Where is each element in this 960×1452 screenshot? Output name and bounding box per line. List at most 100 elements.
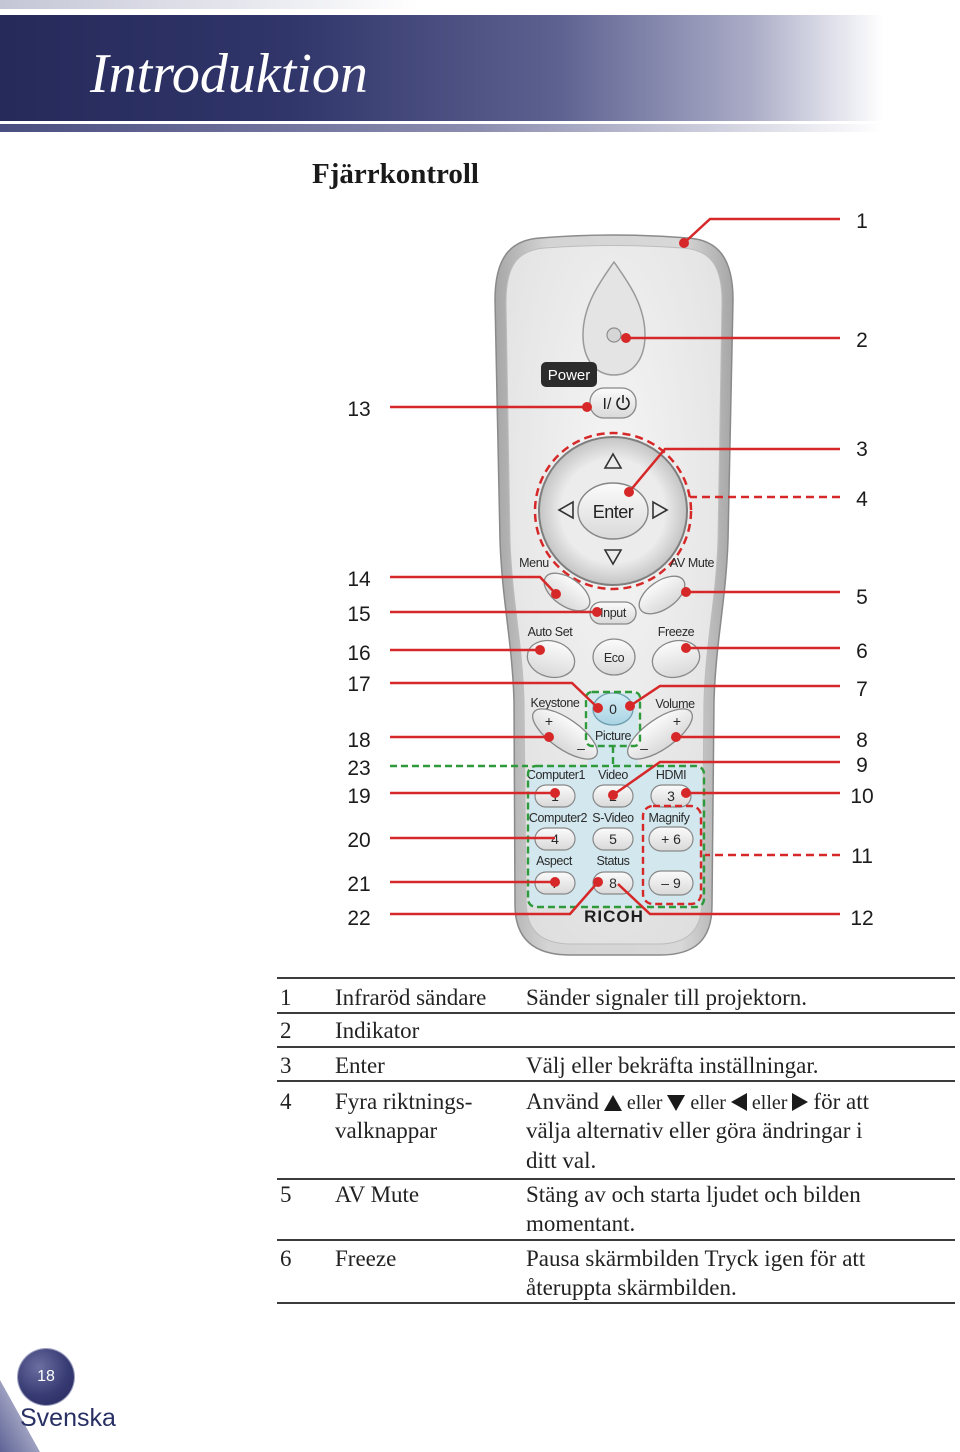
callout-number: 22: [347, 907, 370, 930]
callout-number: 21: [347, 873, 370, 896]
callout-number: 17: [347, 673, 370, 696]
video-label: Video: [598, 768, 628, 782]
table-rule: [277, 1178, 955, 1180]
computer1-label: Computer1: [527, 768, 586, 782]
callout-number: 6: [856, 640, 868, 663]
row-name: Fyra riktnings-: [335, 1089, 473, 1114]
left-triangle-icon: [730, 1093, 747, 1111]
callout-number: 12: [850, 907, 873, 930]
callout-dot-17: [593, 703, 603, 713]
key-8-label: 8: [609, 875, 617, 891]
callout-line-12: [617, 883, 840, 916]
callout-dot-14: [551, 589, 561, 599]
description-text: för att: [813, 1089, 869, 1114]
description-text: Använd: [526, 1089, 599, 1114]
callout-dot-6: [681, 643, 691, 653]
callout-line-3: [628, 447, 840, 493]
row-name: Enter: [335, 1053, 385, 1078]
callout-number: 1: [856, 210, 868, 233]
callout-dot-15: [592, 607, 602, 617]
page-number: 18: [37, 1368, 55, 1385]
hdmi-label: HDMI: [656, 768, 686, 782]
keystone-label: Keystone: [531, 696, 580, 710]
header-band: Introduktion: [0, 15, 960, 121]
indicator-light: [606, 327, 622, 343]
page-title: Introduktion: [90, 43, 368, 105]
row-name: Infraröd sändare: [335, 985, 487, 1010]
row-number: 1: [280, 985, 292, 1010]
power-label-text: Power: [548, 367, 591, 384]
power-button-text: I/: [603, 396, 612, 413]
freeze-label: Freeze: [658, 625, 695, 639]
row-name: AV Mute: [335, 1182, 420, 1207]
callout-number: 3: [856, 438, 868, 461]
row-description: Stäng av och starta ljudet och bilden: [526, 1182, 861, 1207]
eco-button: Eco: [592, 638, 636, 676]
callout-line-22: [390, 881, 599, 916]
callout-dot-18: [544, 732, 554, 742]
callout-number: 2: [856, 329, 868, 352]
key-9-label: – 9: [661, 875, 681, 891]
callout-dot-21: [550, 877, 560, 887]
key-magnify-minus-9: – 9: [648, 870, 694, 896]
callout-line-17: [390, 681, 599, 709]
av-mute-button: [638, 575, 686, 615]
language-label: Svenska: [20, 1404, 116, 1432]
table-rule: [277, 1302, 955, 1304]
callout-dot-19: [550, 788, 560, 798]
callout-dot-1: [679, 238, 689, 248]
callout-number: 20: [347, 829, 370, 852]
up-triangle-icon: [603, 1095, 622, 1111]
row-number: 3: [280, 1053, 292, 1078]
callout-line-1: [683, 217, 840, 244]
description-text: eller: [751, 1092, 788, 1114]
table-rule: [277, 1080, 955, 1082]
callout-number: 13: [347, 398, 370, 421]
enter-button: Enter: [577, 482, 649, 540]
row-description: Pausa skärmbilden Tryck igen för att: [526, 1246, 866, 1271]
callout-dot-10: [681, 788, 691, 798]
callout-dot-3: [624, 487, 634, 497]
row-description: Välj eller bekräfta inställningar.: [526, 1053, 819, 1078]
row-number: 4: [280, 1089, 292, 1114]
corner-decoration: [0, 1380, 40, 1452]
table-rule: [277, 1239, 955, 1241]
magnify-label: Magnify: [649, 811, 691, 825]
description-text: eller: [690, 1092, 726, 1114]
down-triangle-icon: [667, 1095, 686, 1111]
table-rule: [277, 1012, 955, 1014]
input-button: Input: [589, 601, 637, 625]
remote-illustration: Power I/ Enter Menu AV Mute Input Eco Au…: [347, 210, 874, 956]
callout-dot-5: [681, 587, 691, 597]
direction-pad: Enter: [533, 431, 693, 591]
header-top-stripe: [0, 0, 420, 9]
volume-label: Volume: [655, 697, 695, 711]
callout-lines: [390, 217, 840, 916]
row-number: 2: [280, 1018, 292, 1043]
callout-number: 5: [856, 586, 868, 609]
callout-line-14: [390, 575, 557, 595]
table-rule: [277, 1046, 955, 1048]
dpad-highlight-ring: [533, 431, 693, 591]
auto-set-label: Auto Set: [528, 625, 574, 639]
zero-label: 0: [609, 701, 617, 717]
callout-dot-13: [582, 402, 592, 412]
callout-dot-22: [593, 877, 603, 887]
row-description: momentant.: [526, 1211, 636, 1236]
up-arrow-icon: [603, 452, 623, 469]
callout-number: 23: [347, 757, 370, 780]
power-button: I/: [589, 387, 637, 419]
row-name: Freeze: [335, 1246, 397, 1271]
row-description: välja alternativ eller göra ändringar i: [526, 1118, 863, 1143]
left-arrow-icon: [557, 500, 574, 520]
keystone-rocker: [532, 708, 598, 760]
callout-dot-2: [621, 333, 631, 343]
row-name: valknappar: [335, 1118, 438, 1143]
volume-rocker: [627, 708, 693, 760]
key-5-label: 5: [609, 831, 617, 847]
callout-number: 8: [856, 729, 868, 752]
callout-number: 14: [347, 568, 371, 591]
row-description: Sänder signaler till projektorn.: [526, 985, 808, 1010]
description-text: eller: [626, 1092, 663, 1114]
volume-plus: +: [673, 713, 681, 729]
